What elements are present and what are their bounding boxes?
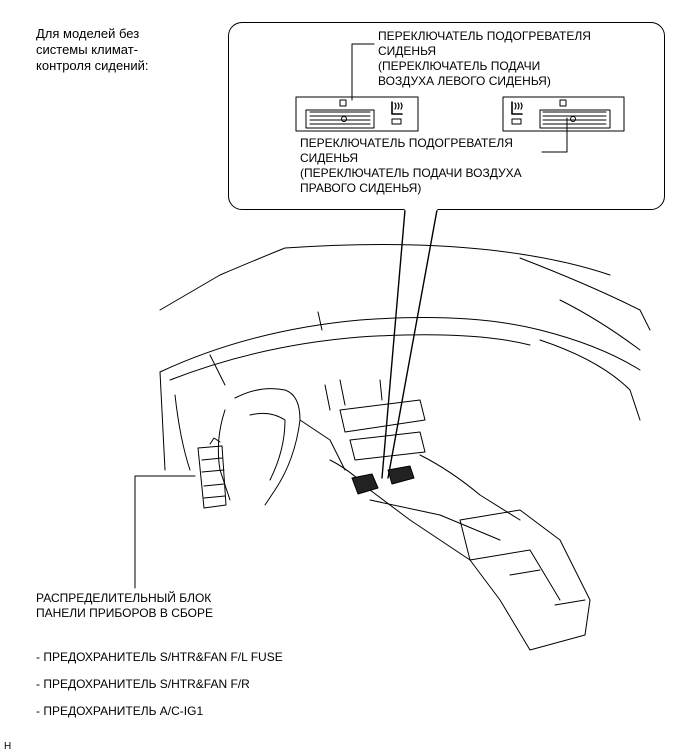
fuse-item: - ПРЕДОХРАНИТЕЛЬ A/C-IG1 [36, 704, 204, 718]
callout-leaders [351, 43, 568, 153]
windshield-outline [159, 243, 651, 351]
console-switches [351, 465, 415, 495]
steering-area [217, 388, 346, 506]
fuse-item: - ПРЕДОХРАНИТЕЛЬ S/HTR&FAN F/R [36, 677, 250, 691]
center-console [329, 399, 591, 651]
junction-block-leader [134, 475, 196, 589]
right-seat-switch-label: ПЕРЕКЛЮЧАТЕЛЬ ПОДОГРЕВАТЕЛЯ СИДЕНЬЯ (ПЕР… [300, 136, 522, 195]
left-seat-switch-label: ПЕРЕКЛЮЧАТЕЛЬ ПОДОГРЕВАТЕЛЯ СИДЕНЬЯ (ПЕР… [378, 29, 591, 88]
junction-block-label: РАСПРЕДЕЛИТЕЛЬНЫЙ БЛОК ПАНЕЛИ ПРИБОРОВ В… [36, 591, 213, 620]
left-seat-switch-panel [295, 96, 419, 132]
dashboard-outline [159, 311, 641, 471]
corner-mark: H [4, 741, 12, 752]
seat-heater-icon [511, 101, 523, 115]
right-seat-switch-panel [502, 96, 625, 132]
callout-pointer [381, 207, 438, 479]
junction-block [197, 437, 227, 509]
scope-note: Для моделей без системы климат- контроля… [36, 26, 149, 73]
seat-heater-icon [391, 101, 403, 115]
fuse-item: - ПРЕДОХРАНИТЕЛЬ S/HTR&FAN F/L FUSE [36, 650, 283, 664]
